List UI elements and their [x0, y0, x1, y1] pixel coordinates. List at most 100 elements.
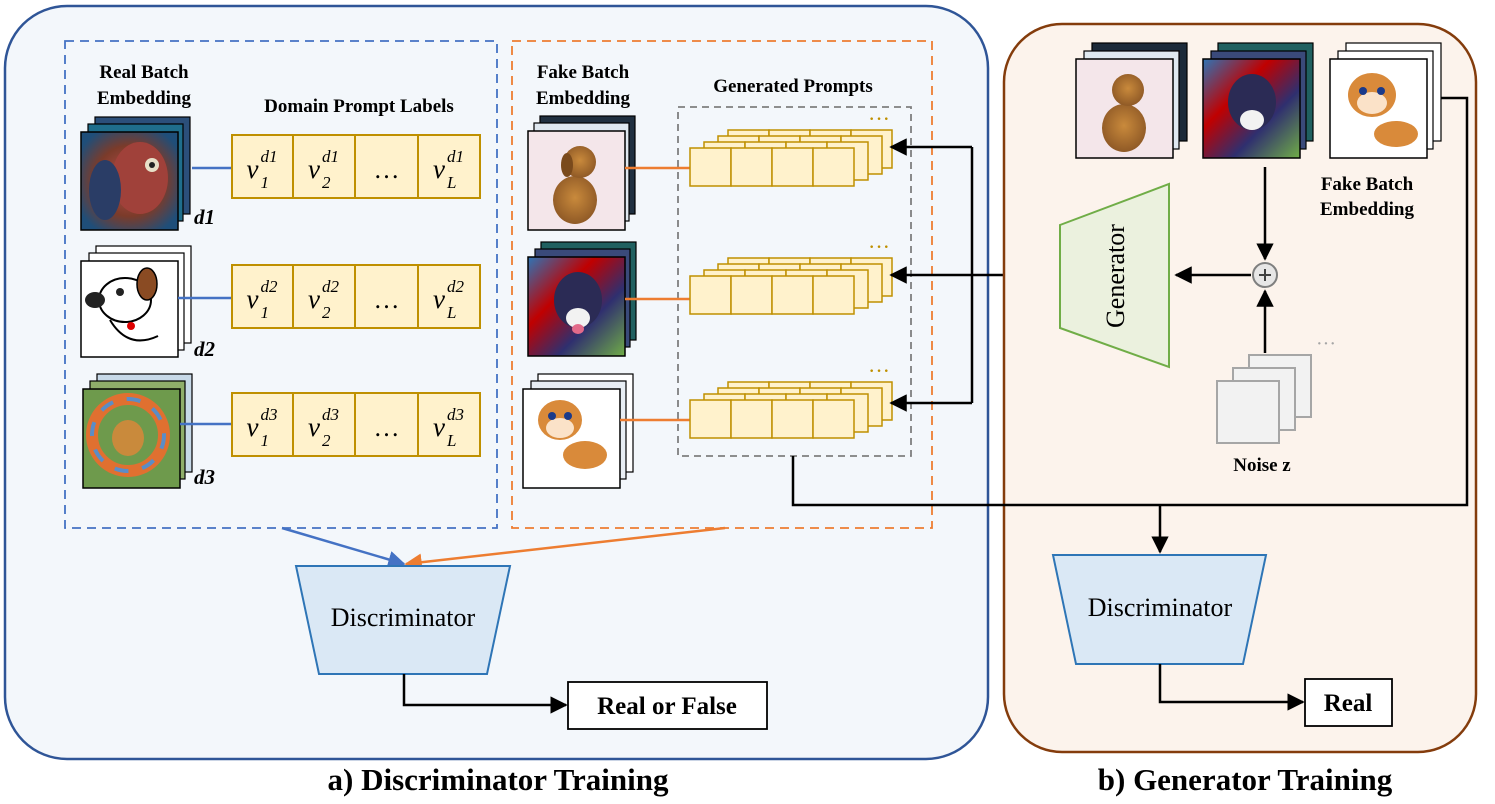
golden-retriever-image [527, 115, 636, 231]
generated-prompt-cell [812, 399, 855, 439]
prompt-cell [292, 264, 356, 329]
generated-prompt-cell [730, 399, 773, 439]
prompt-cell [231, 392, 294, 457]
generated-prompt-ellipsis: ··· [868, 234, 890, 259]
generated-prompts-title: Generated Prompts [713, 76, 873, 97]
discriminator-left-label: Discriminator [331, 603, 476, 632]
real-label: Real [1324, 690, 1373, 717]
real-or-false-label: Real or False [597, 693, 737, 720]
cartoon-dog-image [80, 245, 192, 358]
svg-text:···: ··· [1316, 333, 1336, 355]
prompt-cell [417, 134, 481, 199]
fake-colorful-dog-image [1202, 42, 1314, 159]
prompt-token: v [247, 284, 259, 314]
plus-circle-icon [1252, 262, 1278, 288]
prompt-token-index: L [446, 303, 456, 322]
prompt-token: v [247, 412, 259, 442]
fake-batch-label-right-2: Embedding [1320, 199, 1414, 220]
prompt-token-domain: d3 [447, 405, 464, 424]
prompt-token-domain: d3 [322, 405, 339, 424]
noise-stack-icon: ··· [1216, 333, 1336, 444]
fake-cartoon-puppy-image [1329, 42, 1442, 159]
prompt-token-index: 1 [261, 303, 270, 322]
prompt-token-index: 2 [322, 303, 331, 322]
prompt-token: v [433, 284, 445, 314]
prompt-cell [231, 264, 294, 329]
real-batch-label-2: Embedding [97, 88, 191, 109]
prompt-token-index: L [446, 431, 456, 450]
generated-prompt-ellipsis: ··· [868, 106, 890, 131]
generated-prompt-cell [812, 275, 855, 315]
prompt-token-index: 2 [322, 173, 331, 192]
generator-label: Generator [1101, 224, 1130, 328]
fake-golden-retriever-image [1075, 42, 1188, 159]
prompt-cell [354, 264, 419, 329]
prompt-cell [231, 134, 294, 199]
cartoon-puppy-image [522, 373, 634, 489]
generated-prompt-ellipsis: ··· [868, 358, 890, 383]
prompt-cell [292, 392, 356, 457]
generated-prompts-group [677, 106, 912, 457]
prompt-cell [417, 264, 481, 329]
prompt-token-index: 1 [261, 173, 270, 192]
generated-prompt-cell [771, 399, 814, 439]
prompt-cell [292, 134, 356, 199]
generated-prompt-cell [730, 147, 773, 187]
generated-prompt-cell [812, 147, 855, 187]
generator [1059, 182, 1170, 369]
generated-prompt-cell [730, 275, 773, 315]
prompt-token: v [433, 154, 445, 184]
discriminator-left [294, 565, 512, 675]
prompt-ellipsis: … [374, 285, 400, 314]
fake-batch-label-right: Fake Batch [1321, 174, 1414, 195]
prompt-token-domain: d3 [261, 405, 278, 424]
domain-tag-d3: d3 [194, 465, 215, 489]
caption-generator-training: b) Generator Training [1098, 762, 1393, 797]
generated-prompt-cell [689, 399, 732, 439]
generated-prompt-cell [689, 147, 732, 187]
colorful-dog-image [527, 241, 637, 357]
real-batch-label: Real Batch [99, 62, 189, 83]
real-box [1304, 678, 1393, 727]
fake-batch-label: Fake Batch [537, 62, 630, 83]
painted-dog-image [80, 116, 191, 231]
prompt-token-index: 1 [261, 431, 270, 450]
prompt-token-domain: d2 [322, 277, 340, 296]
prompt-token-domain: d1 [261, 147, 278, 166]
prompt-ellipsis: … [374, 413, 400, 442]
prompt-token: v [308, 284, 320, 314]
domain-tag-d1: d1 [194, 205, 215, 229]
prompt-token-domain: d1 [447, 147, 464, 166]
prompt-cell [354, 392, 419, 457]
prompt-token-domain: d2 [261, 277, 279, 296]
real-batch-group [64, 40, 498, 529]
prompt-token-domain: d1 [322, 147, 339, 166]
prompt-token-index: 2 [322, 431, 331, 450]
discriminator-right [1051, 554, 1268, 665]
prompt-token-index: L [446, 173, 456, 192]
generated-prompt-stack: ··· [689, 358, 893, 439]
generated-prompt-stacks: ··· ··· ··· [689, 106, 893, 439]
domain-prompt-labels-title: Domain Prompt Labels [264, 96, 454, 117]
prompt-token: v [308, 154, 320, 184]
prompt-ellipsis: … [374, 155, 400, 184]
prompt-token-domain: d2 [447, 277, 465, 296]
discriminator-right-label: Discriminator [1088, 593, 1233, 622]
generated-prompt-stack: ··· [689, 106, 893, 187]
prompt-cell [354, 134, 419, 199]
generated-prompt-cell [771, 147, 814, 187]
real-or-false-box [567, 681, 768, 730]
fake-batch-label-2: Embedding [536, 88, 630, 109]
prompt-token: v [247, 154, 259, 184]
generated-prompt-stack: ··· [689, 234, 893, 315]
generated-prompt-cell [689, 275, 732, 315]
photo-dog-image [82, 373, 193, 489]
prompt-token: v [433, 412, 445, 442]
prompt-token: v [308, 412, 320, 442]
noise-label: Noise z [1233, 455, 1291, 476]
prompt-cell [417, 392, 481, 457]
